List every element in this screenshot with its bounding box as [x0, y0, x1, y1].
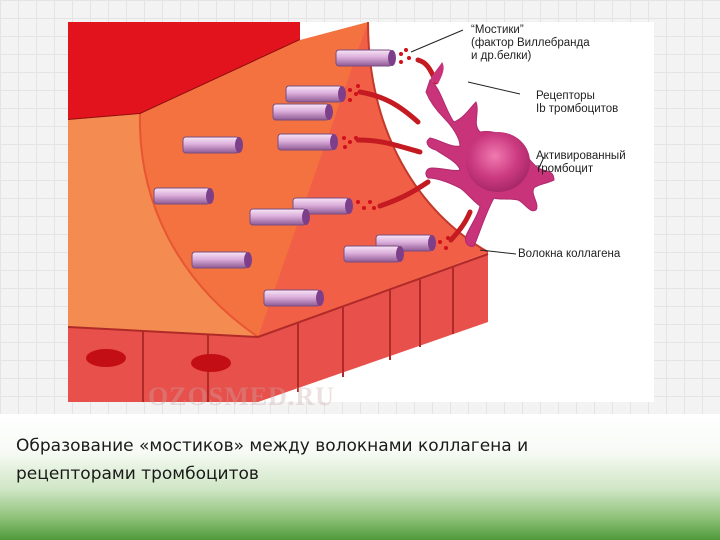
slide-caption: Образование «мостиков» между волокнами к… — [16, 432, 706, 488]
vessel-diagram — [68, 22, 654, 402]
label-activated-line2: тромбоцит — [536, 163, 626, 176]
label-collagen: Волокна коллагена — [518, 248, 620, 261]
nucleus — [191, 354, 231, 372]
collagen-fiber — [264, 290, 324, 306]
label-activated-platelet: Активированный тромбоцит — [536, 150, 626, 176]
caption-line1: Образование «мостиков» между волокнами к… — [16, 432, 706, 460]
watermark: OZOSMED.RU — [148, 382, 335, 412]
collagen-fiber — [154, 188, 214, 204]
collagen-fiber — [273, 104, 333, 120]
label-activated-line1: Активированный — [536, 150, 626, 163]
nucleus — [86, 349, 126, 367]
label-receptors-line1: Рецепторы — [536, 90, 618, 103]
collagen-fiber — [183, 137, 243, 153]
diagram-figure: OZOSMED.RU “Мостики” (фактор Виллебранда… — [68, 22, 654, 402]
collagen-fiber — [278, 134, 338, 150]
collagen-fiber — [192, 252, 252, 268]
label-bridges-line2: (фактор Виллебранда — [471, 37, 590, 50]
collagen-fiber — [344, 246, 404, 262]
label-receptors-line2: Ib тромбоцитов — [536, 103, 618, 116]
label-receptors: Рецепторы Ib тромбоцитов — [536, 90, 618, 116]
collagen-fiber — [336, 50, 396, 66]
label-bridges-line1: “Мостики” — [471, 24, 590, 37]
caption-line2: рецепторами тромбоцитов — [16, 460, 706, 488]
label-collagen-text: Волокна коллагена — [518, 248, 620, 261]
label-bridges: “Мостики” (фактор Виллебранда и др.белки… — [471, 24, 590, 63]
collagen-fiber — [250, 209, 310, 225]
label-bridges-line3: и др.белки) — [471, 50, 590, 63]
collagen-fiber — [286, 86, 346, 102]
